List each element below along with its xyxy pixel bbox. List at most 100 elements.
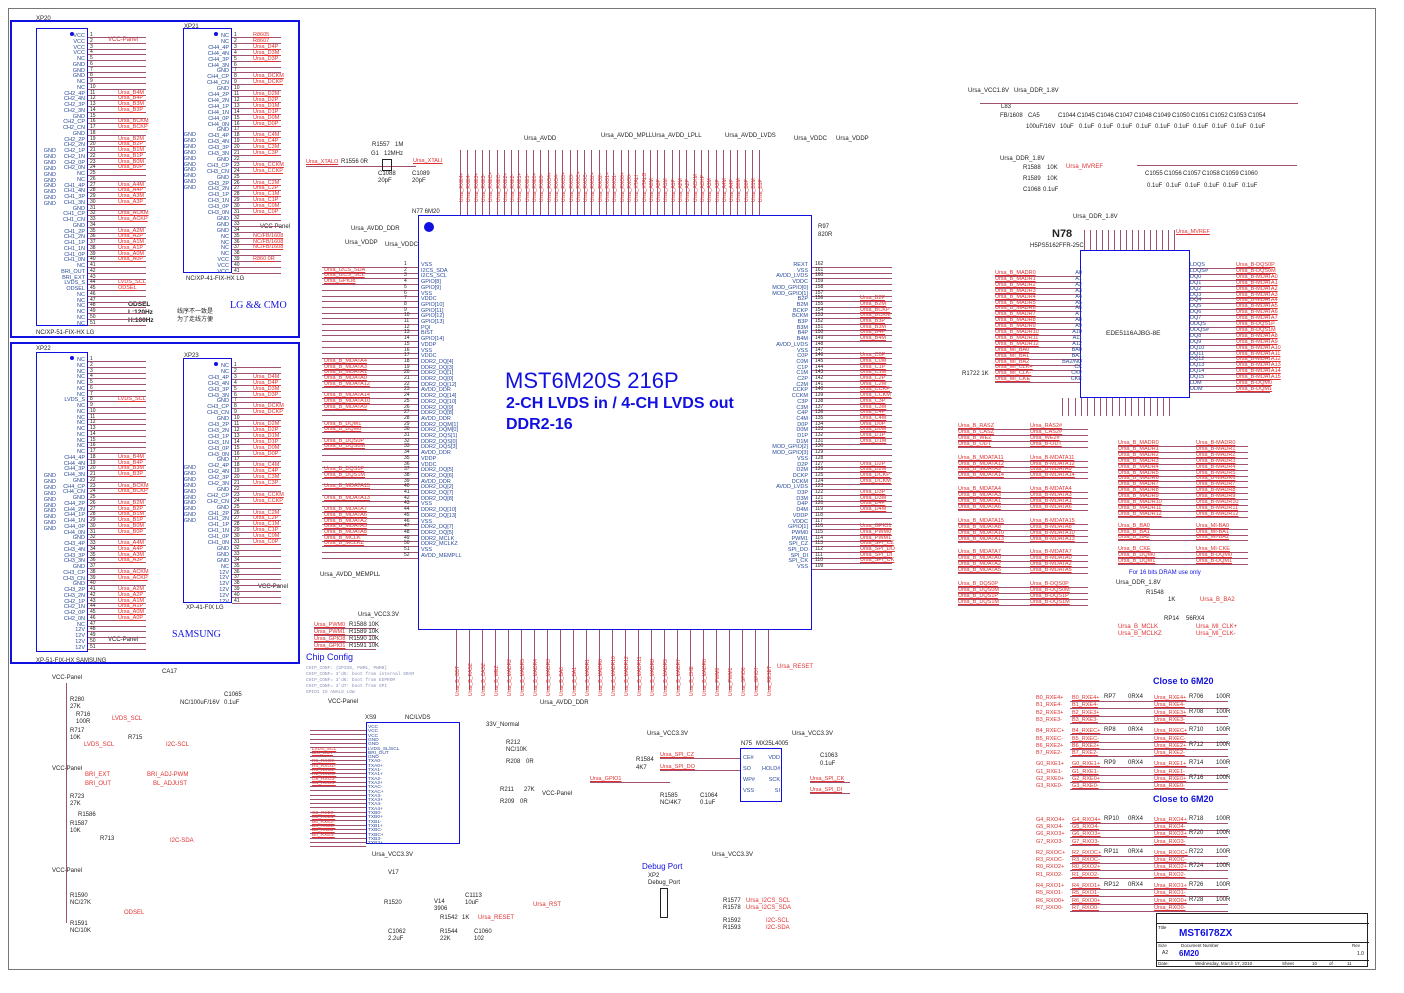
xp20-pin-number: 37 xyxy=(90,239,96,245)
ddr-addr-pin: A8 xyxy=(1075,317,1082,324)
xp22-pin-label: 12V xyxy=(75,627,85,634)
chip-right-pin-number: 142 xyxy=(815,375,824,381)
rx-in-net: B2_RXE3+ xyxy=(1036,709,1064,716)
ddr-addr-pin: A5 xyxy=(1075,299,1082,306)
rx-wire xyxy=(1070,708,1228,710)
term-in-net: Ursa_B_MDATA1 xyxy=(958,498,1001,504)
chip-left-pin: DDR2_DQ[9] xyxy=(421,404,454,411)
chip-left-net: Ursa_B_MCLK xyxy=(324,534,361,541)
term-out-net: Ursa_B-ODT xyxy=(1030,440,1062,447)
term-wire xyxy=(958,492,1088,494)
chip-left-wire xyxy=(322,483,418,485)
xp22-pin-label: NC xyxy=(77,403,85,409)
rx-in-net: B3_RXE3- xyxy=(1036,716,1062,723)
xp23-pin-wire xyxy=(232,496,281,498)
chip-left-net: Ursa_B_MDATA5 xyxy=(324,523,367,530)
chip-right-pin-number: 114 xyxy=(815,534,823,541)
chip-left-pin-number: 30 xyxy=(404,426,410,433)
xs9-wire xyxy=(310,807,366,809)
xp23-pin-number: 25 xyxy=(234,503,240,510)
reset-v14p: 3906 xyxy=(434,906,448,912)
ddr-addr-wire xyxy=(995,293,1080,295)
term-wire xyxy=(958,446,1088,448)
term-out-net: Ursa_B-DQS1P xyxy=(1030,592,1069,599)
xp23-pin-number: 14 xyxy=(234,438,240,445)
chip-config-title: Chip Config xyxy=(306,652,354,662)
xp21-pin-number: 12 xyxy=(234,96,240,103)
title-label: Title xyxy=(1158,925,1167,930)
rx-in-net: G7_RXO3- xyxy=(1036,838,1064,845)
term-right-out: Ursa_MI-BA0 xyxy=(1196,522,1230,529)
xp23-pin-number: 17 xyxy=(234,456,240,463)
xp20-pin-label: NC xyxy=(77,314,85,321)
xp22-pin-wire xyxy=(88,487,146,489)
xp20-pin-wire xyxy=(88,215,146,217)
pin1-marker xyxy=(424,222,434,232)
chip-left-pin-number: 4 xyxy=(404,278,407,285)
r-ref: R716 xyxy=(1189,775,1204,781)
xp23-pin-label: 12V xyxy=(219,569,229,576)
xs9-wire xyxy=(310,794,366,796)
xp20-pin-number: 13 xyxy=(90,101,96,107)
chip-bottom-wire xyxy=(755,630,756,690)
xp22-pin-label: GND xyxy=(72,477,85,484)
ddr-addr-pin: A4 xyxy=(1075,293,1082,300)
r-ref: R714 xyxy=(1189,760,1204,767)
ddr-data-pin: LDM xyxy=(1190,380,1202,386)
chip-right-net: Ursa_D2P xyxy=(860,460,886,467)
xp22-pin-number: 35 xyxy=(90,551,96,558)
chip-right-pin: C2M xyxy=(796,381,808,388)
chip-left-wire xyxy=(322,352,418,354)
ddr-data-pin: LDQS xyxy=(1190,262,1205,268)
xp21-pin-label: CH4_3N xyxy=(207,62,229,69)
chip-right-wire xyxy=(812,289,892,291)
chip-right-wire xyxy=(812,267,892,268)
chip-right-wire xyxy=(812,420,892,422)
xp23-pin-number: 41 xyxy=(234,598,240,604)
main-chip-ddr: DDR2-16 xyxy=(506,416,573,433)
chip-right-net: Ursa_PWM1 xyxy=(860,534,892,541)
xp21-pin-number: 20 xyxy=(234,144,240,151)
chip-top-net: Ursa_RXO4+ xyxy=(546,172,553,202)
spi-pin: HOLD# xyxy=(762,766,781,772)
xp23-pin-number: 37 xyxy=(234,574,240,581)
xp21-pin-wire xyxy=(232,225,281,227)
rx-out-net: Ursa_RXE1- xyxy=(1154,768,1185,775)
xp22-pin-number: 5 xyxy=(90,379,93,385)
xp22-pin-wire xyxy=(88,401,146,403)
xp22-pin-wire xyxy=(88,522,146,523)
chip-top-wire xyxy=(642,150,644,215)
ddr-chip-part: H5PS5162FFR-25C xyxy=(1030,243,1084,249)
xs9-wire xyxy=(310,734,366,736)
xp23-pin-label: GND xyxy=(216,551,229,558)
rx-in-net: B5_RXEC- xyxy=(1036,735,1063,742)
xp20-pin-wire xyxy=(88,295,146,297)
xp22-pin-number: 11 xyxy=(90,413,96,420)
xp23-body xyxy=(183,358,232,603)
xp23-pin-label: GND xyxy=(216,416,229,423)
rx-wire xyxy=(1070,837,1228,839)
chip-top-wire xyxy=(540,150,542,215)
term-right-in: Ursa_B_MADR8 xyxy=(1118,487,1159,494)
xs9-pin-label: BRI_OUT xyxy=(368,750,389,756)
xp22-vcc-panel: VCC-Panel xyxy=(108,637,139,643)
xp22-pin-wire xyxy=(88,602,146,604)
xs9-pin-label: GND xyxy=(368,755,379,761)
rx-wire xyxy=(1070,889,1228,890)
xp20-pin-label: GND xyxy=(72,61,85,68)
xp22-pin-label: NC xyxy=(77,362,85,369)
chip-right-pin-number: 128 xyxy=(815,454,824,461)
chip-bottom-net: Ursa_B_BA0 xyxy=(559,667,565,696)
config-net: Ursa_GPIO8 xyxy=(314,636,346,642)
ba2-net: Ursa_B_BA2 xyxy=(1200,597,1235,603)
chip-left-pin: GPIO[13] xyxy=(421,319,444,325)
xp21-net-label: Ursa_CCKP xyxy=(253,167,283,174)
xp20-pin-wire xyxy=(88,307,146,309)
chip-left-net: Ursa_B_DQS0M xyxy=(324,443,365,450)
chip-top-wire xyxy=(657,150,659,215)
xp23-net-label: Ursa_DCKM xyxy=(253,403,284,410)
rx-wire xyxy=(1070,877,1228,879)
term-right-out: Ursa_B-MADR11 xyxy=(1196,504,1239,511)
left-r1591v: NC/10K xyxy=(70,928,92,934)
chip-right-pin: PWM0 xyxy=(791,529,809,536)
